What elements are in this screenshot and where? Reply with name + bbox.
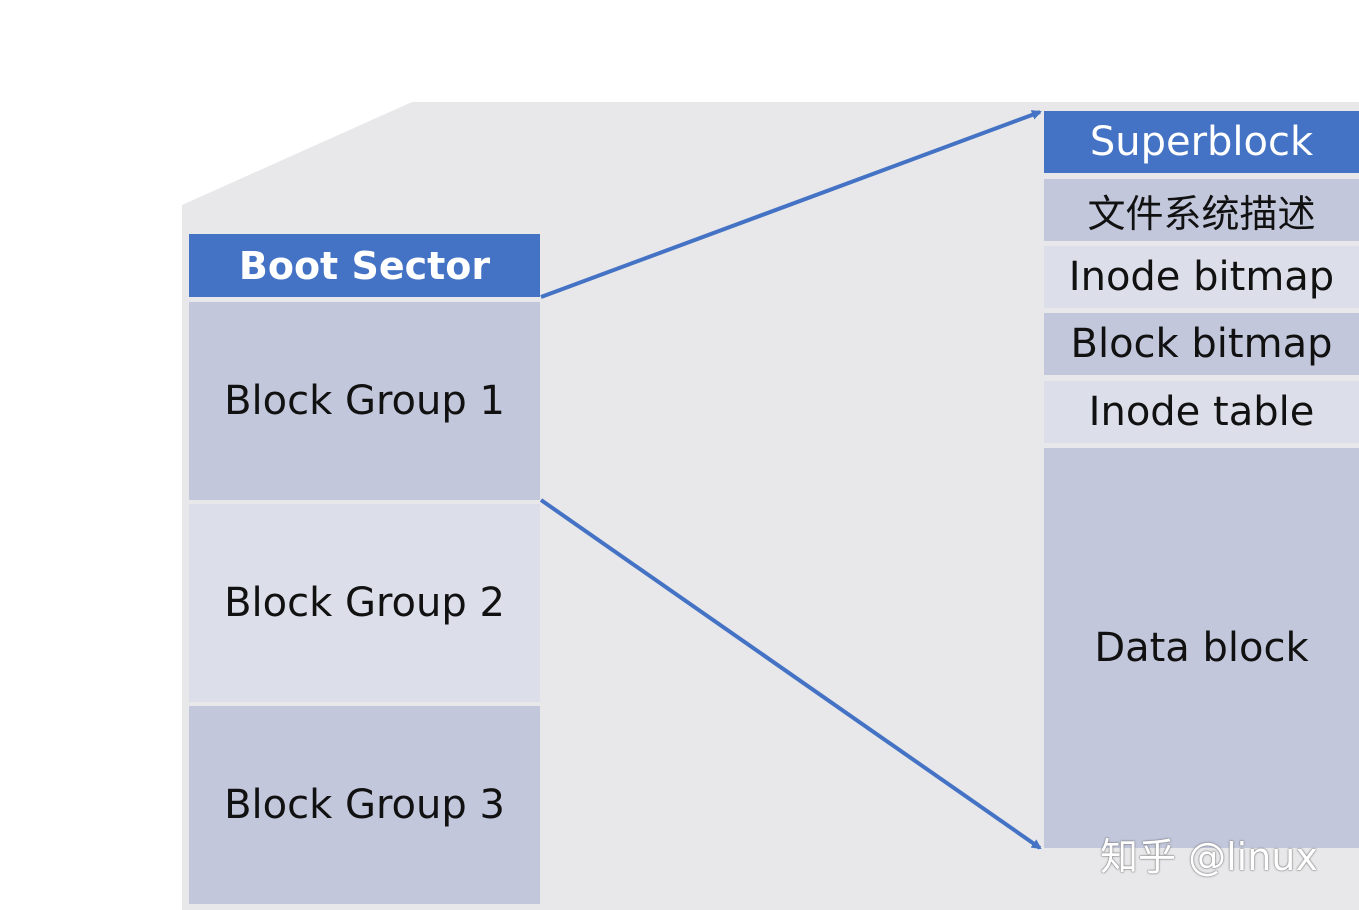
block-group-3-label: Block Group 3 — [224, 782, 505, 828]
fs-descriptor-box: 文件系统描述 — [1044, 179, 1359, 241]
fs-descriptor-label: 文件系统描述 — [1087, 191, 1316, 236]
inode-bitmap-label: Inode bitmap — [1068, 254, 1335, 300]
data-block-label: Data block — [1094, 625, 1309, 671]
block-group-3-box: Block Group 3 — [189, 706, 540, 904]
arrow-to-superblock — [540, 110, 1042, 299]
block-group-1-label: Block Group 1 — [224, 378, 505, 424]
inode-table-box: Inode table — [1044, 381, 1359, 443]
boot-sector-box: Boot Sector — [189, 234, 540, 297]
data-block-box: Data block — [1044, 448, 1359, 848]
superblock-box: Superblock — [1044, 111, 1359, 173]
block-bitmap-box: Block bitmap — [1044, 313, 1359, 375]
block-group-1-box: Block Group 1 — [189, 302, 540, 500]
superblock-label: Superblock — [1089, 119, 1314, 165]
inode-bitmap-box: Inode bitmap — [1044, 246, 1359, 308]
boot-sector-label: Boot Sector — [238, 243, 491, 288]
block-bitmap-label: Block bitmap — [1070, 321, 1333, 367]
arrow-to-data-block — [539, 498, 1042, 850]
block-group-2-label: Block Group 2 — [224, 580, 505, 626]
inode-table-label: Inode table — [1088, 389, 1315, 435]
block-group-2-box: Block Group 2 — [189, 504, 540, 702]
watermark: 知乎 @linux — [1100, 834, 1318, 879]
